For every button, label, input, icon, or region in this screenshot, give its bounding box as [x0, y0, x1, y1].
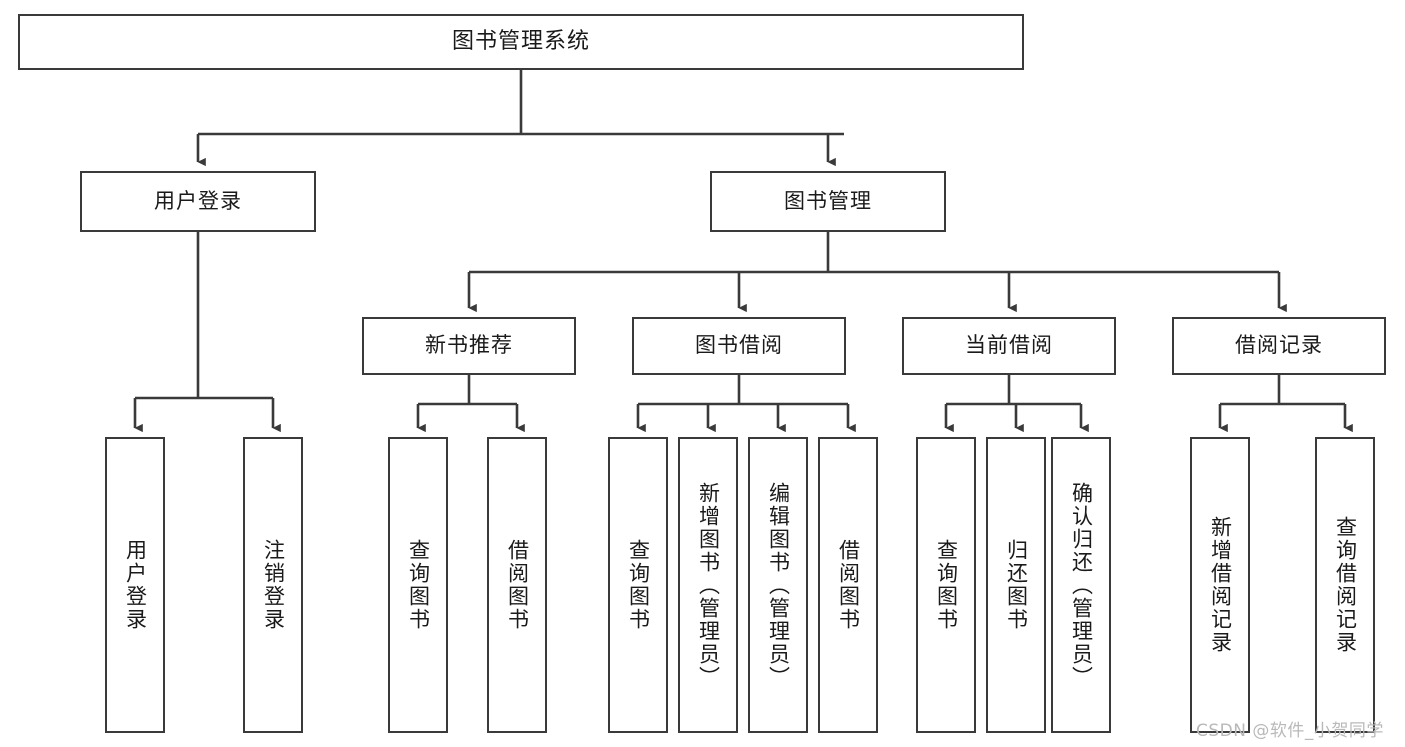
leaf-logout-login[interactable]: 注销登录: [243, 437, 303, 733]
leaf-add-book-admin[interactable]: 新增图书（管理员）: [678, 437, 738, 733]
leaf-user-login[interactable]: 用户登录: [105, 437, 165, 733]
csdn-watermark: CSDN @软件_小贺同学: [1196, 721, 1384, 741]
node-label: 当前借阅: [965, 333, 1053, 358]
node-current-borrow[interactable]: 当前借阅: [902, 317, 1116, 375]
node-label: 确认归还（管理员）: [1069, 481, 1094, 689]
leaf-confirm-return-admin[interactable]: 确认归还（管理员）: [1051, 437, 1111, 733]
node-label: 图书管理系统: [451, 28, 590, 54]
leaf-add-borrow-record[interactable]: 新增借阅记录: [1190, 437, 1250, 733]
node-label: 用户登录: [154, 188, 242, 213]
leaf-edit-book-admin[interactable]: 编辑图书（管理员）: [748, 437, 808, 733]
node-label: 查询借阅记录: [1333, 516, 1358, 654]
node-label: 查询图书: [406, 539, 431, 631]
node-label: 新书推荐: [425, 333, 513, 358]
leaf-borrow-book-recommend[interactable]: 借阅图书: [487, 437, 547, 733]
node-user-login[interactable]: 用户登录: [80, 171, 316, 232]
node-label: 新增图书（管理员）: [696, 481, 721, 689]
leaf-borrow-book[interactable]: 借阅图书: [818, 437, 878, 733]
node-label: 注销登录: [261, 539, 286, 631]
node-book-borrow[interactable]: 图书借阅: [632, 317, 846, 375]
node-label: 查询图书: [626, 539, 651, 631]
node-borrow-record[interactable]: 借阅记录: [1172, 317, 1386, 375]
leaf-query-book-current[interactable]: 查询图书: [916, 437, 976, 733]
node-label: 归还图书: [1004, 539, 1029, 631]
node-label: 借阅图书: [505, 539, 530, 631]
node-new-book-recommend[interactable]: 新书推荐: [362, 317, 576, 375]
node-label: 图书管理: [784, 188, 872, 213]
node-root-book-management-system[interactable]: 图书管理系统: [18, 14, 1024, 70]
leaf-query-borrow-record[interactable]: 查询借阅记录: [1315, 437, 1375, 733]
node-book-management[interactable]: 图书管理: [710, 171, 946, 232]
node-label: 查询图书: [934, 539, 959, 631]
node-label: 借阅记录: [1235, 333, 1323, 358]
node-label: 借阅图书: [836, 539, 861, 631]
leaf-query-book-borrow[interactable]: 查询图书: [608, 437, 668, 733]
node-label: 用户登录: [123, 539, 148, 631]
node-label: 新增借阅记录: [1208, 516, 1233, 654]
node-label: 编辑图书（管理员）: [766, 481, 791, 689]
node-label: 图书借阅: [695, 333, 783, 358]
leaf-query-book-recommend[interactable]: 查询图书: [388, 437, 448, 733]
leaf-return-book[interactable]: 归还图书: [986, 437, 1046, 733]
